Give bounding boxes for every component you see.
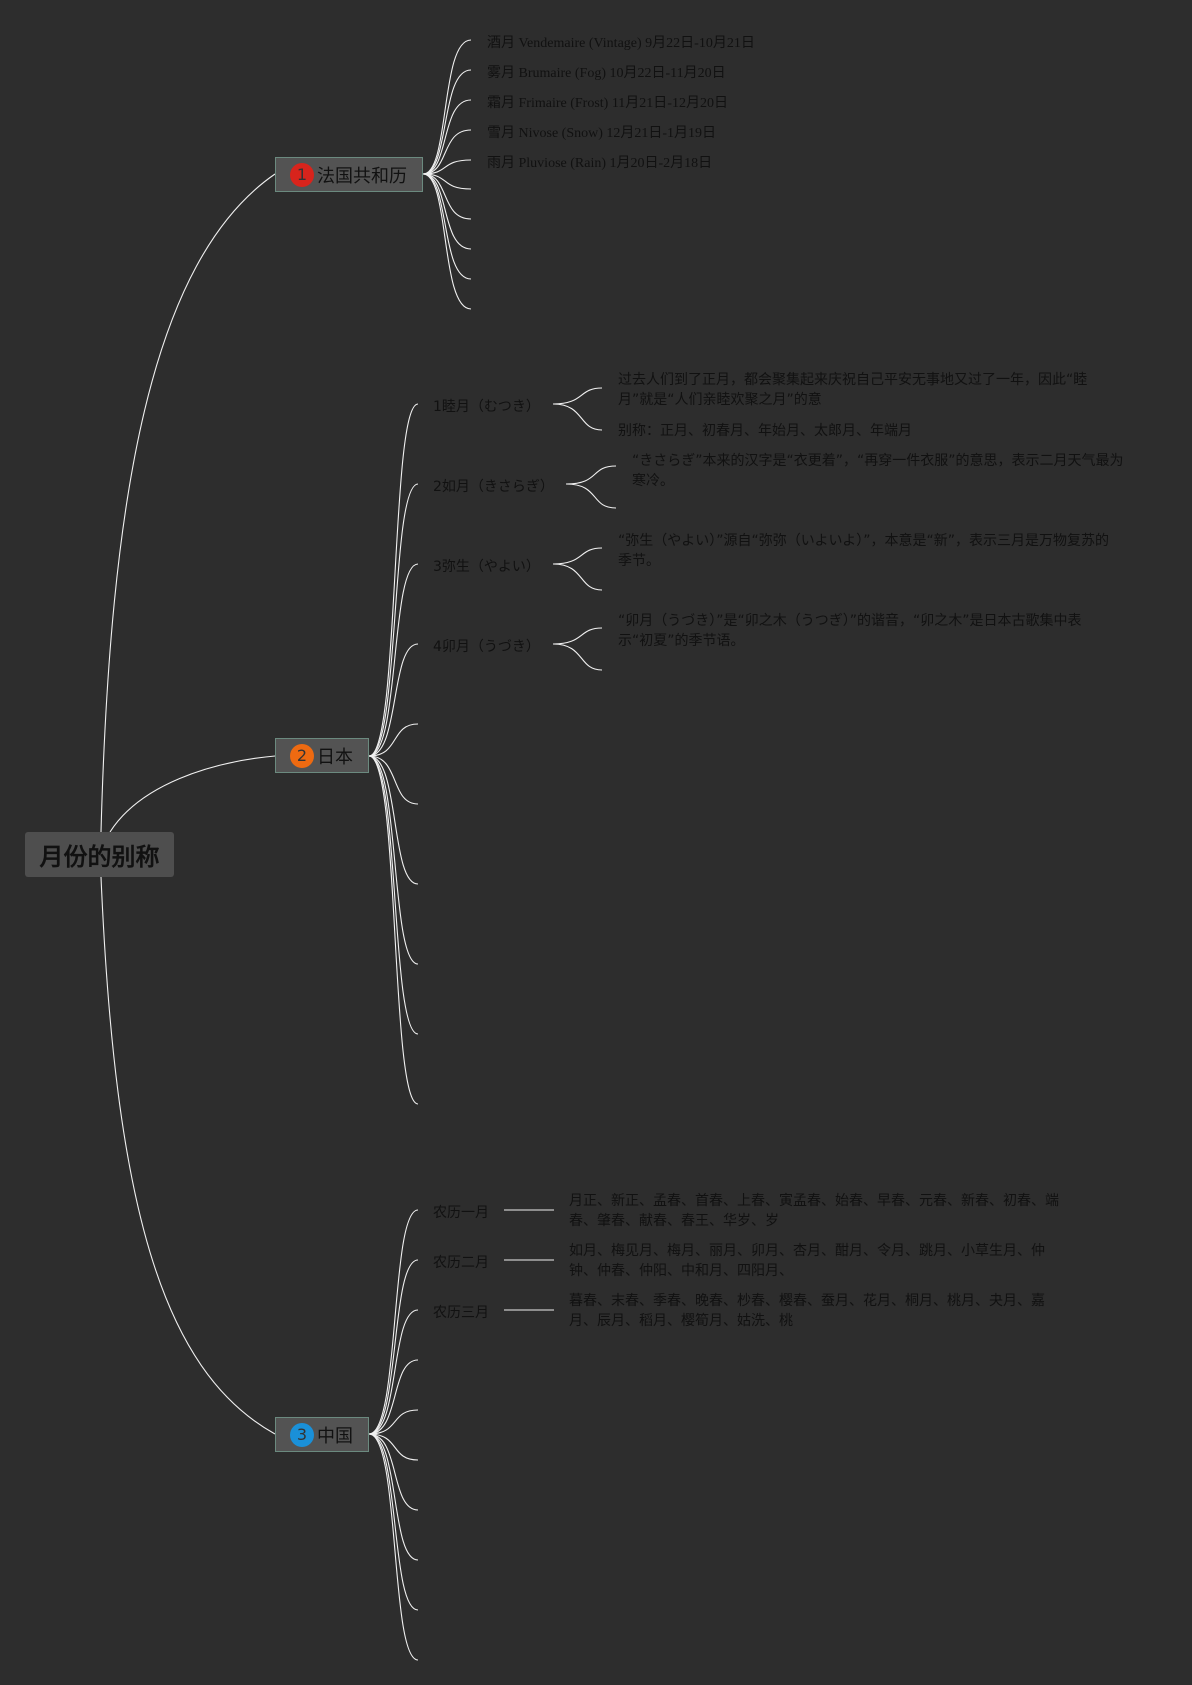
china-month-2-aliases[interactable]: 如月、梅见月、梅月、丽月、卯月、杏月、酣月、令月、跳月、小草生月、仲钟、仲春、仲… (569, 1243, 1045, 1279)
china-month-1-aliases[interactable]: 月正、新正、孟春、首春、上春、寅孟春、始春、早春、元春、新春、初春、端春、肇春、… (569, 1193, 1059, 1229)
priority-2-icon: 2 (290, 743, 314, 768)
china-month-3-aliases[interactable]: 暮春、末春、季春、晚春、杪春、樱春、蚕月、花月、桐月、桃月、夬月、嘉月、辰月、稻… (569, 1293, 1045, 1329)
japan-month-2[interactable]: 2如月（きさらぎ） (433, 479, 554, 495)
root-topic[interactable]: 月份的别称 (25, 832, 174, 877)
priority-3-icon: 3 (290, 1422, 314, 1447)
japan-month-4[interactable]: 4卯月（うづき） (433, 639, 540, 655)
priority-1-icon: 1 (290, 162, 314, 187)
japan-month-1-note-1[interactable]: 过去人们到了正月，都会聚集起来庆祝自己平安无事地又过了一年，因此“睦月”就是“人… (618, 372, 1088, 408)
french-month-3[interactable]: 霜月 Frimaire (Frost) 11月21日-12月20日 (487, 96, 728, 111)
japan-month-2-note[interactable]: “きさらぎ”本来的汉字是“衣更着”，“再穿一件衣服”的意思，表示二月天气最为寒冷… (632, 453, 1124, 489)
china-month-1[interactable]: 农历一月 (433, 1205, 489, 1221)
topic-french-calendar[interactable]: 1 法国共和历 (275, 157, 423, 192)
french-month-5[interactable]: 雨月 Pluviose (Rain) 1月20日-2月18日 (487, 156, 713, 171)
topic-label: 法国共和历 (317, 165, 407, 187)
topic-japan[interactable]: 2 日本 (275, 738, 369, 773)
french-month-4[interactable]: 雪月 Nivose (Snow) 12月21日-1月19日 (487, 126, 717, 141)
japan-month-3[interactable]: 3弥生（やよい） (433, 559, 540, 575)
china-month-3[interactable]: 农历三月 (433, 1305, 489, 1321)
japan-month-4-note[interactable]: “卯月（うづき）”是“卯之木（うつぎ）”的谐音，“卯之木”是日本古歌集中表示“初… (618, 613, 1082, 649)
topic-label: 中国 (317, 1425, 353, 1447)
french-month-2[interactable]: 雾月 Brumaire (Fog) 10月22日-11月20日 (487, 66, 726, 81)
japan-month-1[interactable]: 1睦月（むつき） (433, 399, 540, 415)
french-month-1[interactable]: 酒月 Vendemaire (Vintage) 9月22日-10月21日 (487, 36, 755, 51)
china-month-2[interactable]: 农历二月 (433, 1255, 489, 1271)
topic-label: 日本 (317, 746, 353, 768)
japan-month-1-note-2[interactable]: 别称：正月、初春月、年始月、太郎月、年端月 (618, 423, 912, 439)
japan-month-3-note[interactable]: “弥生（やよい）”源自“弥弥（いよいよ）”，本意是“新”，表示三月是万物复苏的季… (618, 533, 1109, 569)
topic-china[interactable]: 3 中国 (275, 1417, 369, 1452)
